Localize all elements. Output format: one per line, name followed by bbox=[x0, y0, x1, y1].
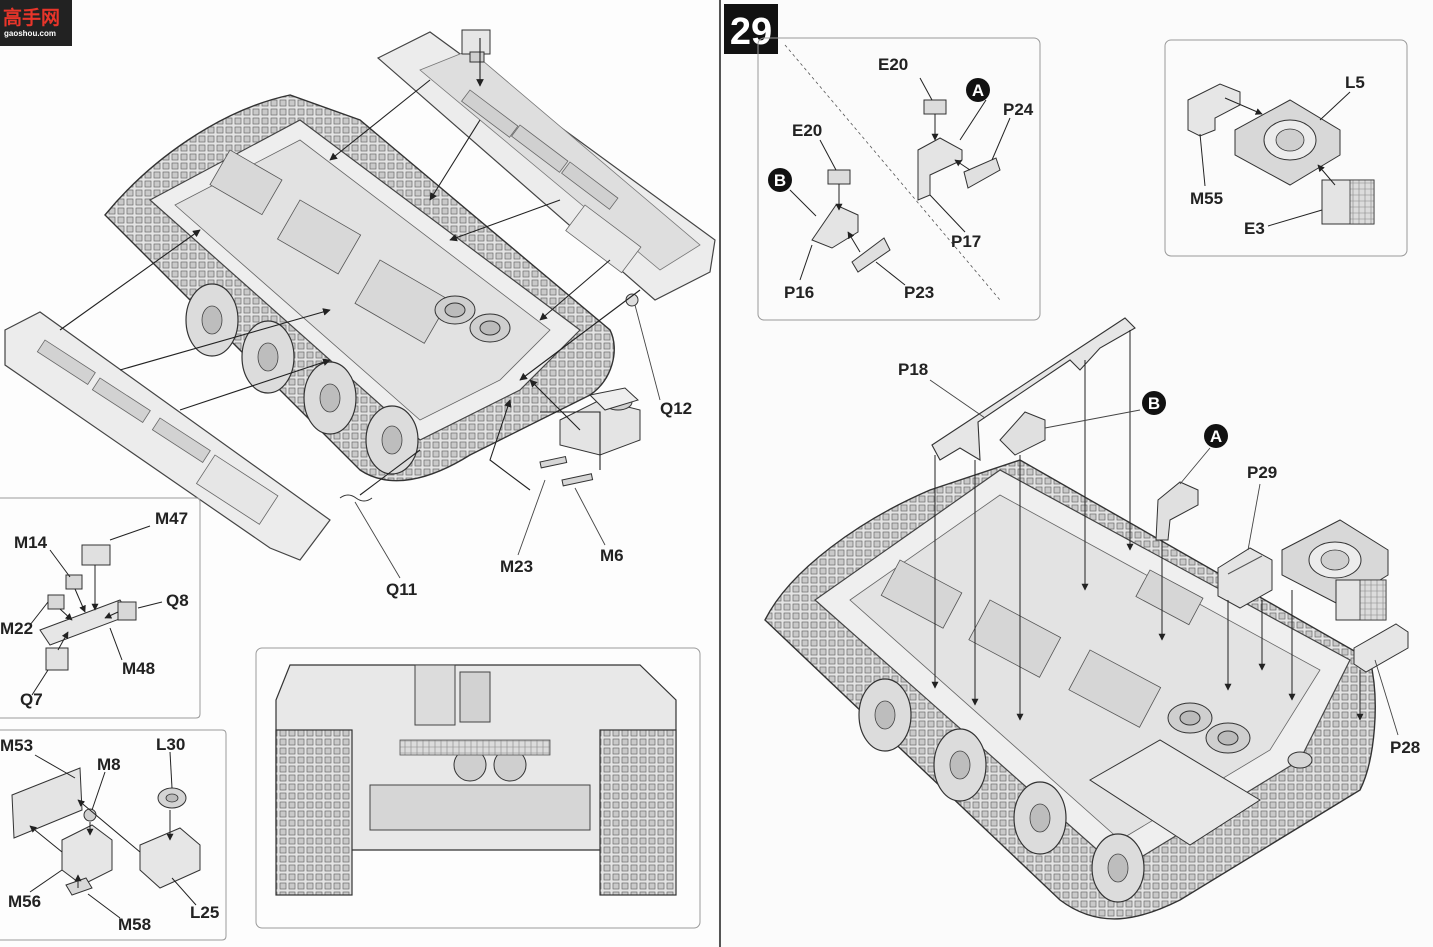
label-l30: L30 bbox=[156, 735, 185, 754]
label-p24: P24 bbox=[1003, 100, 1034, 119]
label-q7: Q7 bbox=[20, 690, 43, 709]
part-p18 bbox=[931, 317, 1136, 462]
tank-hull-bottom-view bbox=[104, 94, 615, 482]
svg-text:A: A bbox=[1210, 427, 1222, 446]
part-p24 bbox=[963, 157, 1001, 189]
part-m8 bbox=[83, 808, 97, 822]
label-q8: Q8 bbox=[166, 591, 189, 610]
small-bracket-top bbox=[461, 29, 491, 63]
label-l5: L5 bbox=[1345, 73, 1365, 92]
marker-b-small bbox=[768, 168, 792, 192]
label-m55: M55 bbox=[1190, 189, 1223, 208]
part-q8 bbox=[117, 601, 137, 621]
svg-text:B: B bbox=[774, 171, 786, 190]
part-p23 bbox=[851, 237, 891, 273]
right-main-assembly: B A P18 P29 P28 bbox=[764, 317, 1420, 920]
step-number-badge: 29 bbox=[724, 4, 778, 54]
part-p29 bbox=[1217, 547, 1273, 609]
part-m14 bbox=[65, 574, 83, 590]
label-q11: Q11 bbox=[386, 580, 417, 599]
label-p16: P16 bbox=[784, 283, 814, 302]
label-p28: P28 bbox=[1390, 738, 1420, 757]
part-p16 bbox=[811, 204, 859, 249]
part-m22 bbox=[47, 594, 65, 610]
svg-text:A: A bbox=[972, 81, 984, 100]
assembly-a-placed bbox=[1155, 481, 1199, 541]
label-p18: P18 bbox=[898, 360, 928, 379]
right-drop-lines bbox=[931, 330, 1364, 721]
rear-view-box bbox=[255, 647, 701, 929]
watermark-characters: 高手网 bbox=[3, 6, 60, 29]
left-track-rear bbox=[275, 729, 353, 896]
label-m22: M22 bbox=[0, 619, 33, 638]
step-number: 29 bbox=[730, 11, 772, 53]
part-p28 bbox=[1353, 623, 1409, 673]
label-m14: M14 bbox=[14, 533, 48, 552]
label-m56: M56 bbox=[8, 892, 41, 911]
right-subassembly-box-b: L5 M55 E3 bbox=[1164, 39, 1408, 257]
marker-a-small bbox=[966, 78, 990, 102]
label-e20-top: E20 bbox=[878, 55, 908, 74]
right-track-rear bbox=[599, 729, 677, 896]
label-m8: M8 bbox=[97, 755, 121, 774]
left-arrow-lines bbox=[59, 38, 641, 496]
right-subassembly-box-a: A B E20 P24 E20 P17 P16 P23 bbox=[757, 37, 1041, 321]
label-e3: E3 bbox=[1244, 219, 1265, 238]
part-l25 bbox=[139, 827, 201, 889]
label-p17: P17 bbox=[951, 232, 981, 251]
left-main-assembly: Q12 Q11 M23 M6 bbox=[4, 29, 716, 599]
label-m6: M6 bbox=[600, 546, 624, 565]
label-m53: M53 bbox=[0, 736, 33, 755]
label-l25: L25 bbox=[190, 903, 219, 922]
part-p17 bbox=[917, 137, 963, 201]
assembly-b-placed bbox=[999, 411, 1046, 456]
label-m48: M48 bbox=[122, 659, 155, 678]
part-m53 bbox=[11, 767, 83, 839]
svg-text:B: B bbox=[1148, 394, 1160, 413]
part-q7 bbox=[45, 647, 69, 671]
marker-a-main bbox=[1204, 424, 1228, 448]
left-subassembly-box-2: M53 M8 L30 M56 M58 L25 bbox=[0, 729, 227, 941]
label-p23: P23 bbox=[904, 283, 934, 302]
label-m47: M47 bbox=[155, 509, 188, 528]
part-m47 bbox=[81, 544, 111, 566]
label-m58: M58 bbox=[118, 915, 151, 934]
watermark-url: gaoshou.com bbox=[4, 29, 56, 38]
assembly-l5-placed bbox=[1281, 519, 1389, 621]
watermark-logo: 高手网 gaoshou.com bbox=[0, 0, 72, 46]
part-e20-upper bbox=[923, 99, 947, 115]
label-q12: Q12 bbox=[660, 399, 692, 418]
label-m23: M23 bbox=[500, 557, 533, 576]
part-e20-lower bbox=[827, 169, 851, 185]
small-link-parts bbox=[339, 293, 639, 502]
marker-b-main bbox=[1142, 391, 1166, 415]
label-p29: P29 bbox=[1247, 463, 1277, 482]
label-e20-left: E20 bbox=[792, 121, 822, 140]
part-m55 bbox=[1187, 83, 1241, 137]
left-subassembly-box-1: M47 M14 M22 Q8 M48 Q7 bbox=[0, 497, 201, 719]
